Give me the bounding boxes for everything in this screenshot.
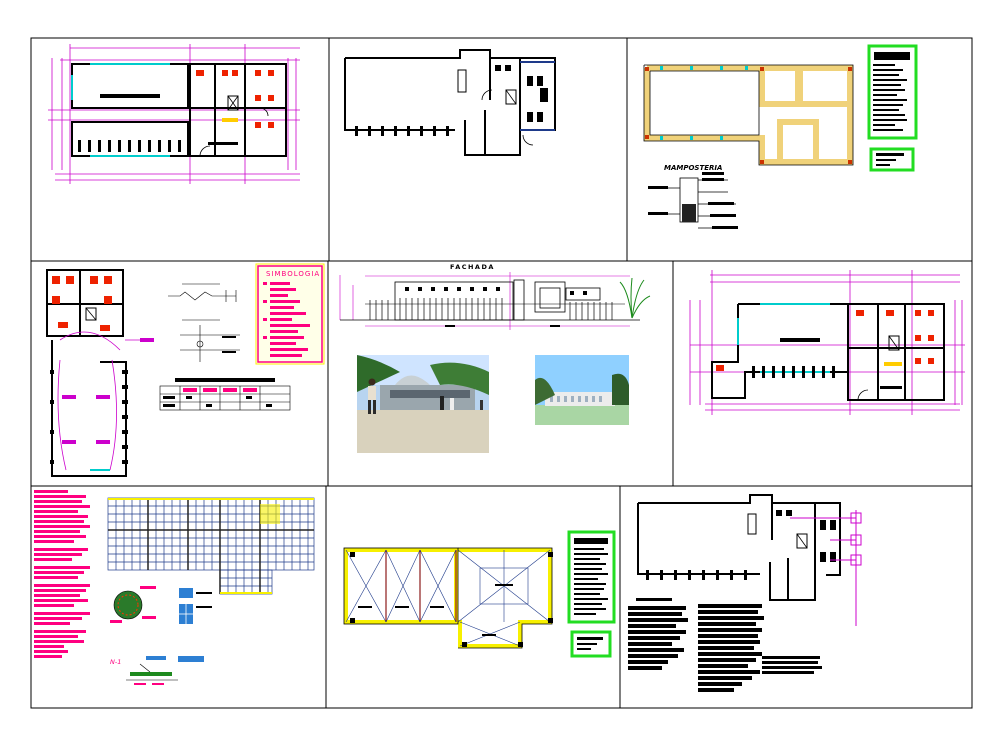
panel-floor-plan-overview [689, 270, 965, 415]
masonry-legend-box [867, 44, 918, 140]
panel-facade-and-renders: FACHADA [339, 263, 651, 453]
roof-sublegend-box [570, 630, 612, 658]
facade-title: FACHADA [450, 263, 495, 271]
panel-plumbing-plan [628, 494, 862, 692]
panel-floor-plan-dimensioned [48, 44, 300, 184]
section-label: N-1 [110, 658, 121, 666]
render-perspective-2 [535, 355, 629, 425]
panel-electrical-plan: SIMBOLOGIA [46, 263, 325, 477]
panel-structural-grid: N-1 [34, 490, 315, 685]
panel-masonry-plan: MAMPOSTERIA [643, 44, 918, 229]
masonry-title: MAMPOSTERIA [664, 164, 722, 172]
render-perspective-1 [357, 355, 489, 453]
roof-legend-box [567, 530, 616, 624]
symbology-title: SIMBOLOGIA [266, 270, 320, 278]
panel-floor-plan-walls [344, 49, 556, 156]
panel-frames [30, 37, 973, 709]
panel-roof-plan [343, 530, 616, 658]
